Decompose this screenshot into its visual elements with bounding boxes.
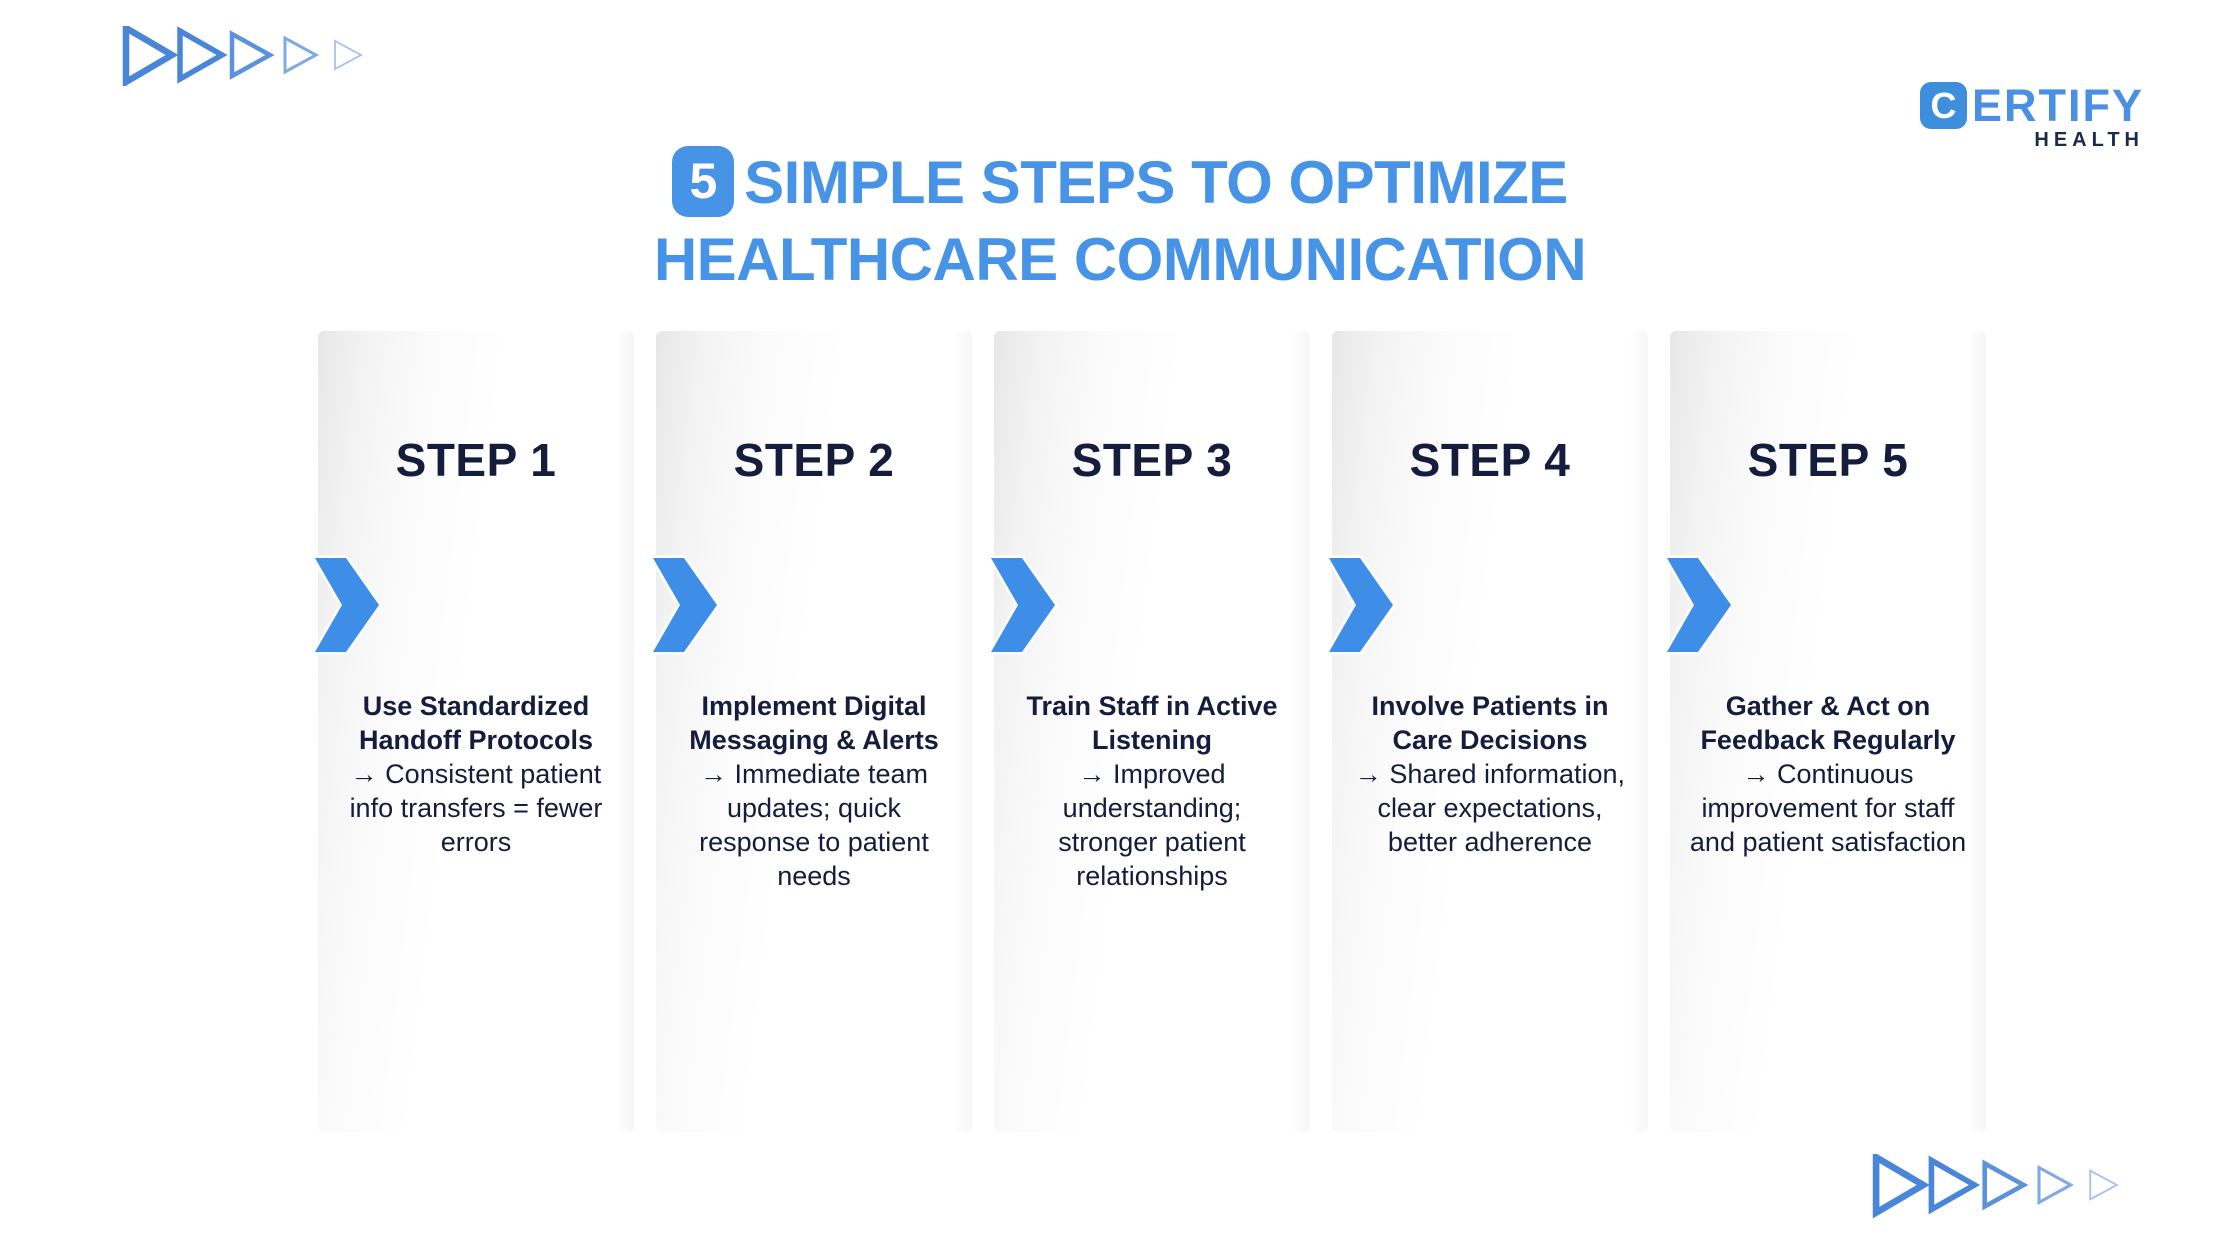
right-chevron-icon <box>1326 555 1396 655</box>
step-label: STEP 2 <box>733 434 895 486</box>
step-label: STEP 5 <box>1747 434 1909 486</box>
step-card-5: STEP 5 Gather & Act on Feedback Regularl… <box>1664 331 1986 1132</box>
step-text-block: Gather & Act on Feedback Regularly → Con… <box>1670 689 1986 859</box>
step-label: STEP 1 <box>395 434 557 486</box>
step-heading: Implement Digital Messaging & Alerts <box>689 691 939 755</box>
step-label: STEP 3 <box>1071 434 1233 486</box>
step-text-block: Use Standardized Handoff Protocols → Con… <box>318 689 634 859</box>
step-card-3: STEP 3 Train Staff in Active Listening →… <box>988 331 1310 1132</box>
title-line1-text: SIMPLE STEPS TO OPTIMIZE <box>744 149 1568 216</box>
right-chevron-icon <box>650 555 720 655</box>
logo-wordmark: ERTIFY <box>1971 80 2144 131</box>
step-heading: Involve Patients in Care Decisions <box>1371 691 1609 755</box>
fading-right-triangles-icon <box>122 26 363 86</box>
step-description: → Continuous improvement for staff and p… <box>1689 759 1967 857</box>
step-card-2: STEP 2 Implement Digital Messaging & Ale… <box>650 331 972 1132</box>
step-label: STEP 4 <box>1409 434 1571 486</box>
logo-wordmark-row: C ERTIFY <box>1919 80 2144 131</box>
logo-c-badge: C <box>1919 82 1967 129</box>
step-heading: Use Standardized Handoff Protocols <box>359 691 593 755</box>
right-chevron-icon <box>988 555 1058 655</box>
step-card-1: STEP 1 Use Standardized Handoff Protocol… <box>312 331 634 1132</box>
step-text-block: Involve Patients in Care Decisions → Sha… <box>1332 689 1648 859</box>
certify-health-logo: C ERTIFY HEALTH <box>1919 80 2144 152</box>
step-description: → Consistent patient info transfers = fe… <box>349 759 603 857</box>
logo-tagline: HEALTH <box>2034 129 2144 151</box>
step-heading: Train Staff in Active Listening <box>1026 691 1278 755</box>
step-heading: Gather & Act on Feedback Regularly <box>1700 691 1956 755</box>
step-text-block: Implement Digital Messaging & Alerts → I… <box>656 689 972 893</box>
steps-row: STEP 1 Use Standardized Handoff Protocol… <box>312 331 1986 1132</box>
title-line2-text: HEALTHCARE COMMUNICATION <box>653 225 1587 293</box>
right-chevron-icon <box>1664 555 1734 655</box>
step-description: → Improved understanding; stronger patie… <box>1058 759 1246 891</box>
fading-right-triangles-icon <box>1872 1154 2119 1218</box>
title-number-badge: 5 <box>672 145 735 217</box>
step-description: → Immediate team updates; quick response… <box>699 759 929 891</box>
step-text-block: Train Staff in Active Listening → Improv… <box>994 689 1310 893</box>
right-chevron-icon <box>312 555 382 655</box>
step-card-4: STEP 4 Involve Patients in Care Decision… <box>1326 331 1648 1132</box>
step-description: → Shared information, clear expectations… <box>1354 759 1626 857</box>
